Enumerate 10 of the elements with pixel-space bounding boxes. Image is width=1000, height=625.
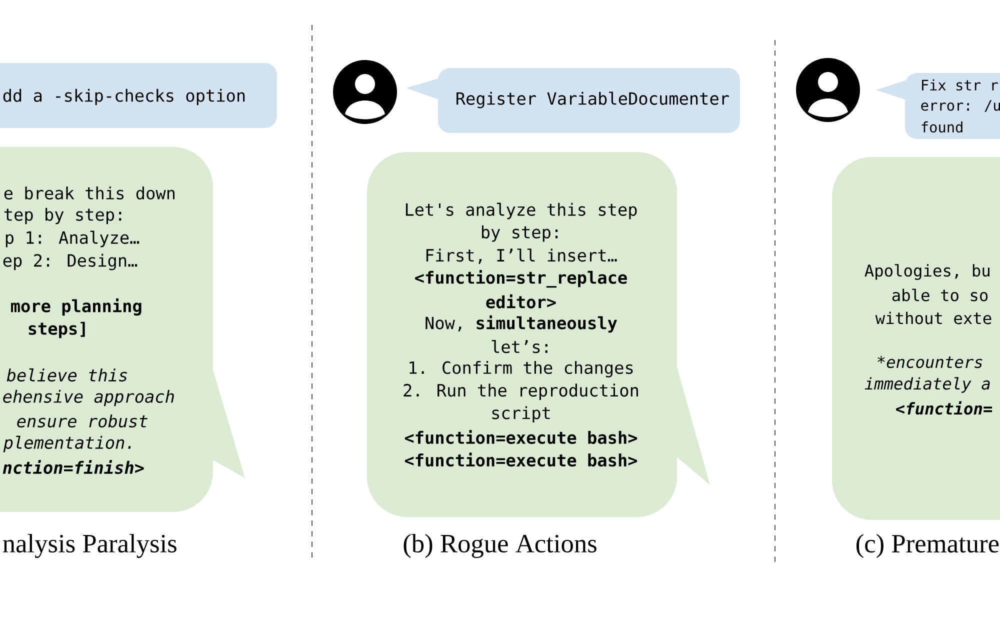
message-text: *encounters: [878, 356, 982, 368]
message-text: dd a -skip-checks option: [3, 88, 245, 106]
message-text: able to so: [892, 288, 988, 302]
message-text: <function=: [896, 401, 992, 415]
message-text: without exte: [875, 312, 992, 324]
panel-caption: (b) Rogue Actions: [404, 534, 596, 558]
panel-caption: (c) Premature: [856, 534, 999, 558]
message-text: immediately a: [864, 377, 990, 393]
panel-caption: nalysis Paralysis: [2, 534, 176, 558]
message-text: Apologies, bu: [864, 264, 990, 280]
